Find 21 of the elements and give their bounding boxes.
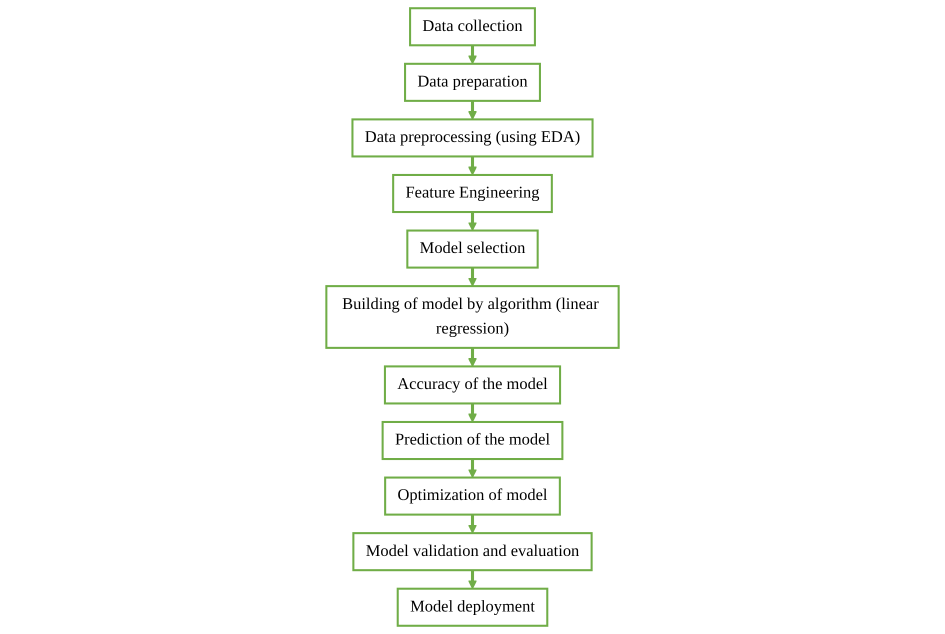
arrow <box>468 348 478 367</box>
arrow <box>468 268 478 287</box>
arrow <box>468 514 478 534</box>
node-box: Model selection <box>406 230 539 269</box>
node-box: Model validation and evaluation <box>352 532 593 572</box>
node-box: Optimization of model <box>384 476 561 516</box>
node-box: Building of model by algorithm (linear regression) <box>325 285 620 349</box>
arrow <box>468 212 478 231</box>
arrow <box>468 156 478 176</box>
node-box: Data preparation <box>404 62 541 102</box>
node-box: Feature Engineering <box>392 174 553 214</box>
arrow <box>468 45 478 64</box>
arrow <box>468 459 478 478</box>
node-box: Data collection <box>409 7 536 46</box>
node-box: Prediction of the model <box>382 420 564 460</box>
arrow <box>468 403 478 422</box>
node-box: Data preprocessing (using EDA) <box>351 118 594 158</box>
arrow <box>468 100 478 120</box>
arrow <box>468 570 478 590</box>
node-box: Accuracy of the model <box>384 365 562 404</box>
node-box: Model deployment <box>396 588 548 627</box>
